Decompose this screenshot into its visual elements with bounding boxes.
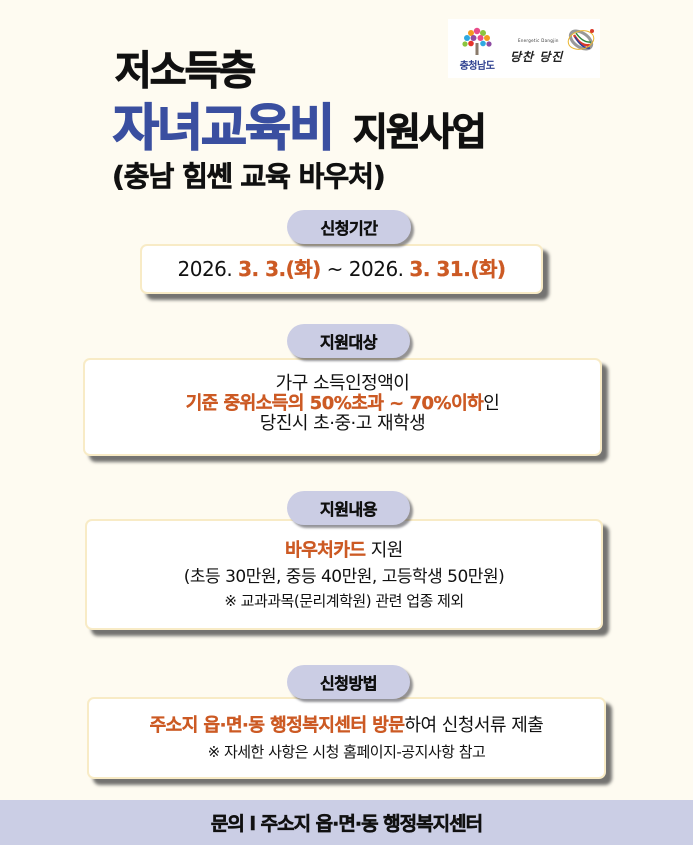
footer-inquiry: 문의 l 주소지 읍·면·동 행정복지센터 (0, 800, 693, 845)
target-line-1: 가구 소득인정액이 (275, 373, 410, 394)
dangjin-slogan-small: Energetic Dangjin (518, 38, 559, 43)
content-line-3: ※ 교과과목(문리계학원) 관련 업종 제외 (224, 592, 464, 610)
orbit-logo-icon (567, 29, 595, 51)
period-label: 신청기간 (287, 210, 411, 244)
start-date: 3. 3.(화) (238, 257, 321, 281)
period-text: 2026. 3. 3.(화) ~ 2026. 3. 31.(화) (177, 257, 507, 281)
method-line-1: 주소지 읍·면·동 행정복지센터 방문하여 신청서류 제출 (149, 715, 544, 736)
target-income-range: 기준 중위소득의 50%초과 ~ 70%이하 (185, 393, 484, 414)
dangjin-slogan: 당찬 당진 (510, 50, 564, 64)
method-line-2: ※ 자세한 사항은 시청 홈페이지-공지사항 참고 (207, 743, 486, 761)
dangjin-logo: Energetic Dangjin 당찬 당진 (500, 19, 600, 78)
method-label: 신청방법 (287, 665, 410, 699)
target-card: 가구 소득인정액이 기준 중위소득의 50%초과 ~ 70%이하인 당진시 초·… (83, 358, 602, 456)
method-card: 주소지 읍·면·동 행정복지센터 방문하여 신청서류 제출 ※ 자세한 사항은 … (87, 697, 606, 779)
content-line-2: (초등 30만원, 중등 40만원, 고등학생 50만원) (183, 567, 505, 587)
chungnam-logo: 충청남도 (454, 26, 500, 72)
target-label: 지원대상 (287, 324, 410, 358)
logo-area: 충청남도 Energetic Dangjin 당찬 당진 (448, 19, 600, 78)
period-separator: ~ (326, 257, 344, 281)
target-line-3: 당진시 초·중·고 재학생 (259, 413, 426, 434)
tree-logo-icon (462, 27, 492, 55)
period-card: 2026. 3. 3.(화) ~ 2026. 3. 31.(화) (140, 244, 543, 294)
content-card: 바우처카드 지원 (초등 30만원, 중등 40만원, 고등학생 50만원) ※… (85, 519, 603, 630)
voucher-card-text: 바우처카드 (285, 540, 366, 561)
end-year: 2026. (348, 257, 404, 281)
target-line-2: 기준 중위소득의 50%초과 ~ 70%이하인 (185, 393, 500, 414)
method-visit-text: 주소지 읍·면·동 행정복지센터 방문 (149, 715, 405, 736)
start-year: 2026. (177, 257, 233, 281)
title-line-1: 저소득층 (114, 48, 256, 95)
content-label: 지원내용 (287, 491, 410, 525)
chungnam-label: 충청남도 (459, 60, 495, 72)
end-date: 3. 31.(화) (409, 257, 506, 281)
subtitle: (충남 힘쎈 교육 바우처) (112, 160, 386, 194)
title-highlight: 자녀교육비 (112, 98, 336, 158)
title-line-2: 자녀교육비 지원사업 (112, 88, 488, 160)
title-rest: 지원사업 (353, 110, 488, 155)
content-line-1: 바우처카드 지원 (285, 540, 403, 561)
